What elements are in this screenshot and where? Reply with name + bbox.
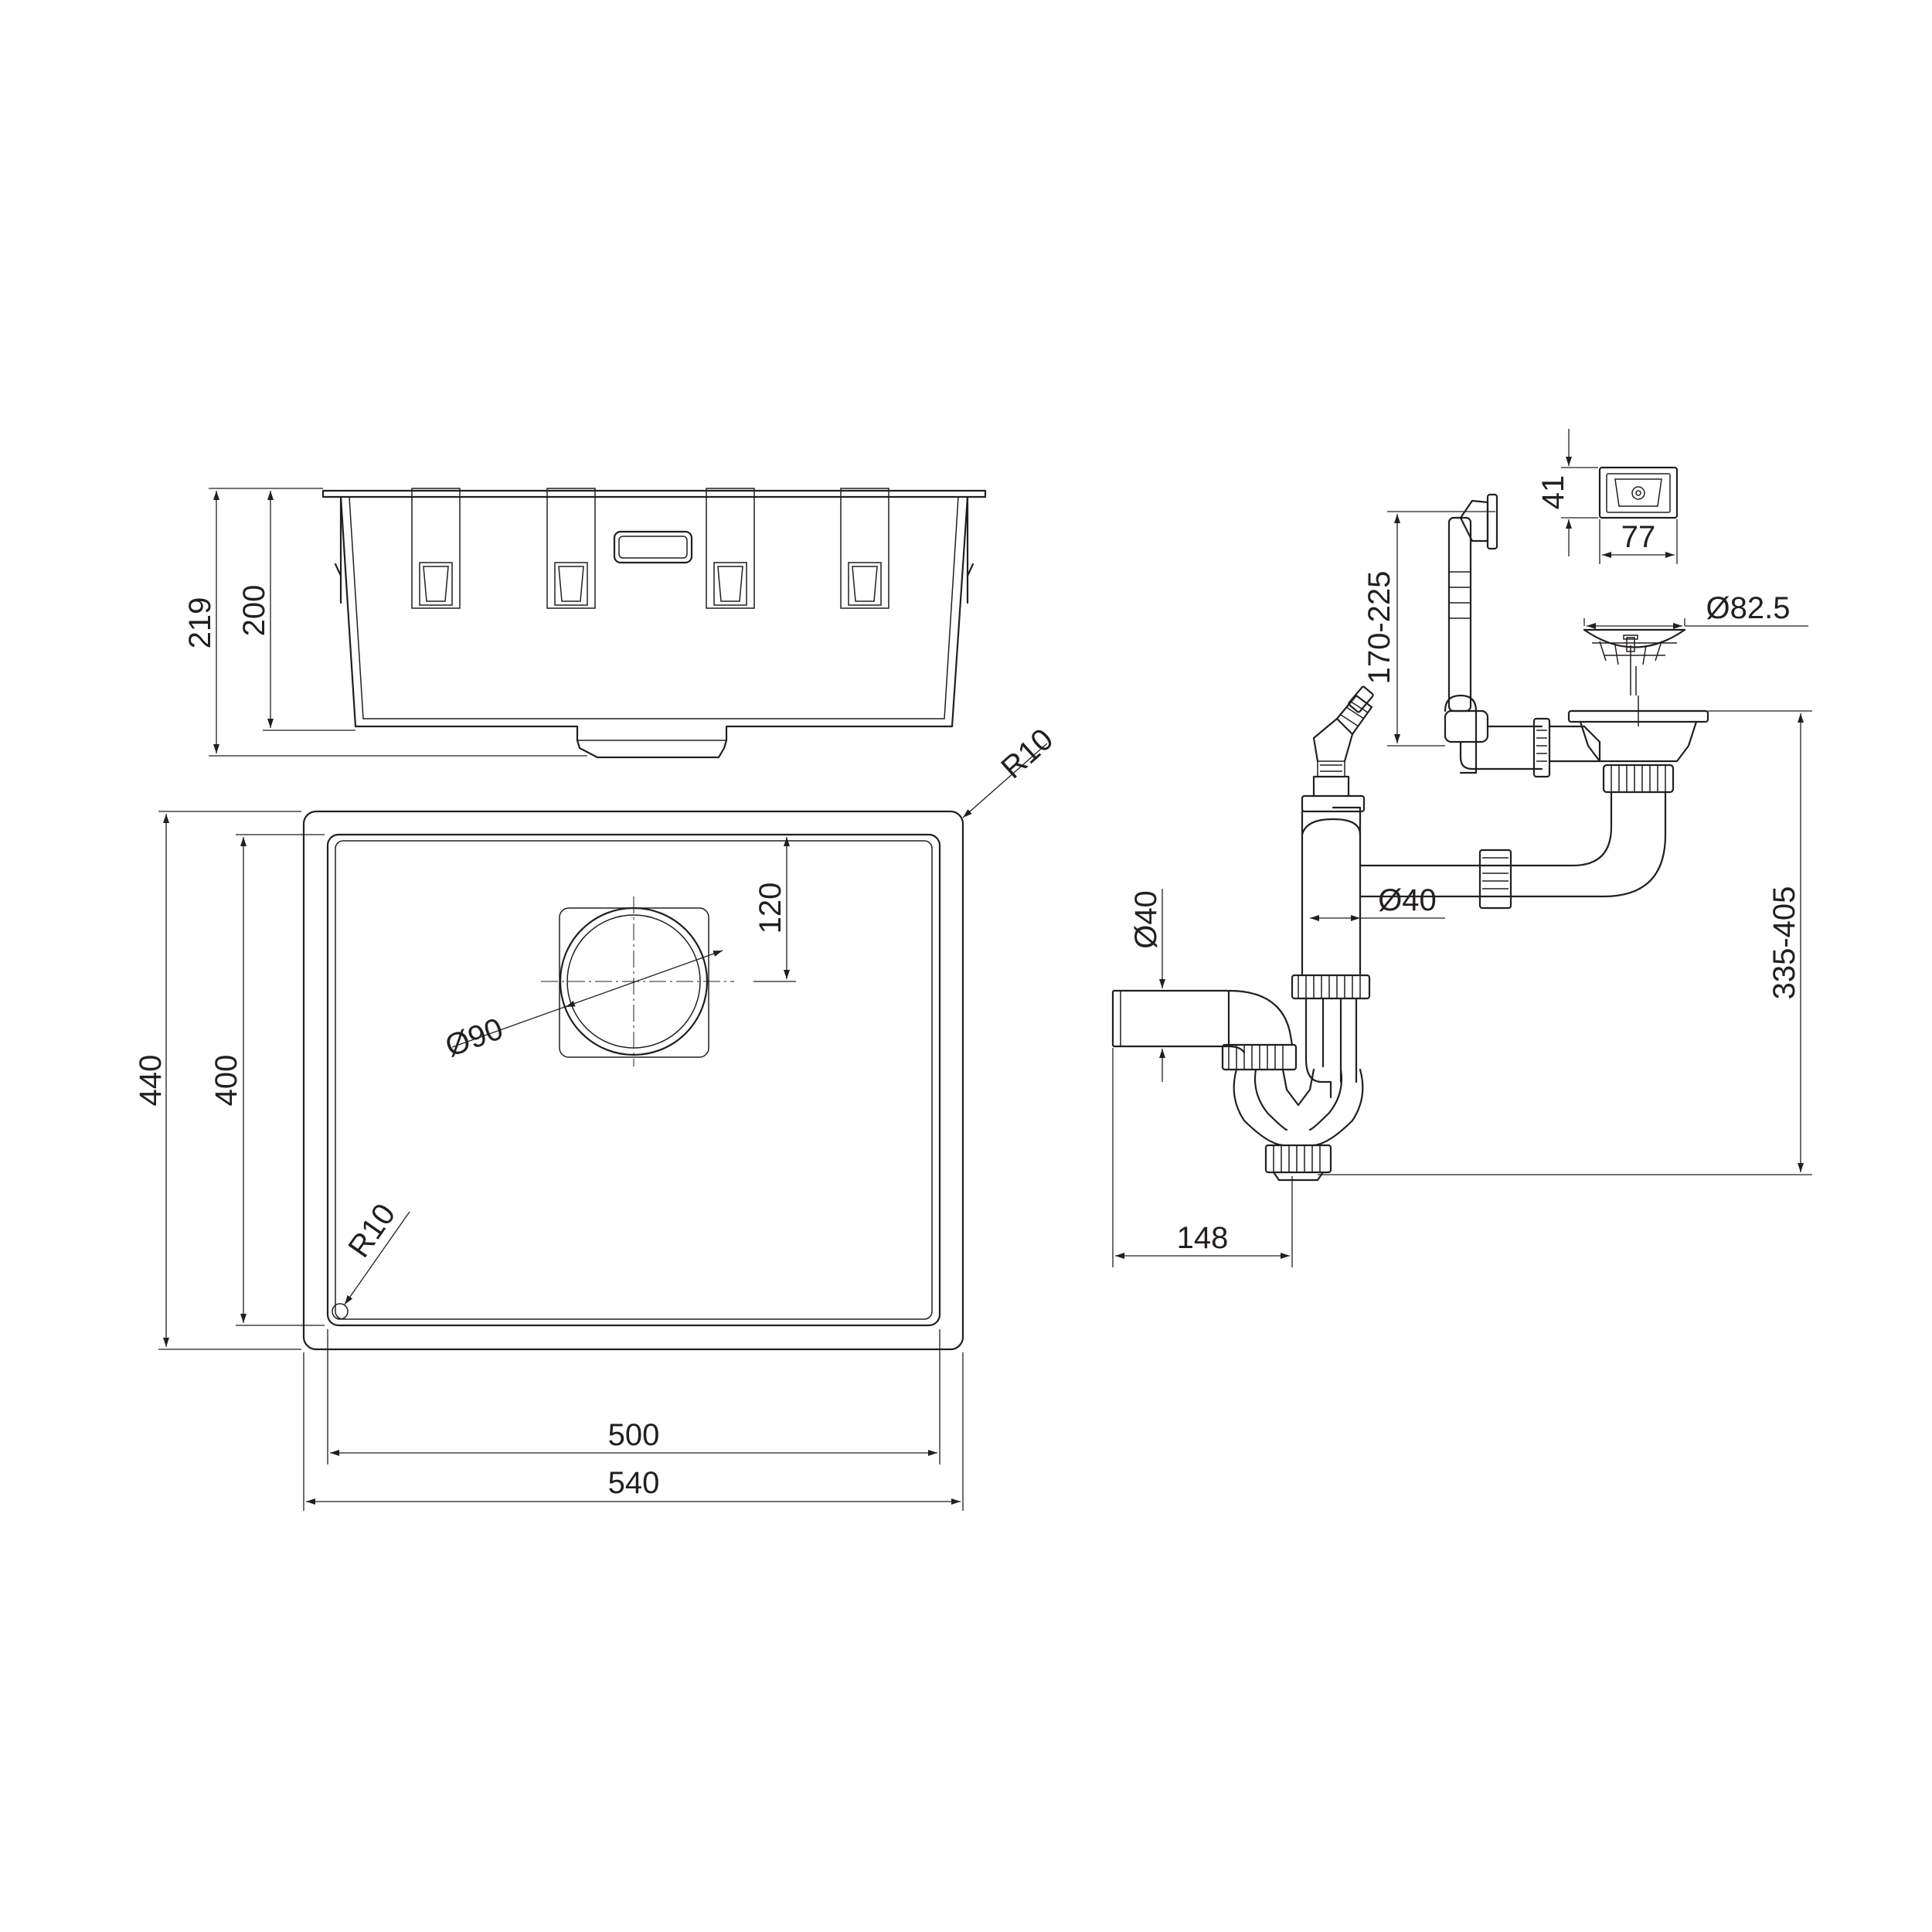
dim-77-label: 77 <box>1621 520 1656 554</box>
overflow-cover: 41 77 <box>1536 429 1679 564</box>
mounting-clip <box>546 488 596 609</box>
dim-120-label: 120 <box>753 883 787 934</box>
mounting-clip <box>411 488 461 609</box>
dim-r10-outer-label: R10 <box>995 722 1060 785</box>
dim-diameter-40-vertical-label: Ø40 <box>1378 883 1437 917</box>
dim-219-label: 219 <box>183 597 217 649</box>
dim-170-225-label: 170-225 <box>1362 571 1396 685</box>
dim-diameter-82-5-label: Ø82.5 <box>1706 591 1791 625</box>
sink-plan-view: 120 Ø90 R10 R10 440 400 500 540 <box>134 722 1060 1511</box>
sink-outer-outline <box>302 810 964 1351</box>
outlet-pipe <box>1111 989 1230 1048</box>
overflow-hose <box>1447 516 1472 713</box>
dim-41-label: 41 <box>1536 475 1570 510</box>
dim-148-label: 148 <box>1177 1221 1229 1255</box>
sink-inner-bowl <box>326 833 941 1327</box>
dim-diameter-90-label: Ø90 <box>441 1012 508 1063</box>
siphon-assembly <box>1111 493 1709 1182</box>
mounting-clip <box>840 488 889 609</box>
dim-500-label: 500 <box>608 1418 660 1452</box>
overflow-slot <box>613 530 693 564</box>
dim-440-label: 440 <box>134 1055 168 1107</box>
dim-r10-inner-label: R10 <box>342 1198 402 1264</box>
dim-diameter-40-outlet-label: Ø40 <box>1129 890 1163 949</box>
sink-side-view: 219 200 <box>183 488 987 759</box>
strainer-basket: Ø82.5 <box>1583 591 1808 696</box>
dim-540-label: 540 <box>608 1466 660 1500</box>
dim-400-label: 400 <box>209 1055 243 1107</box>
dim-335-405-label: 335-405 <box>1767 886 1801 1000</box>
mounting-clip <box>706 488 755 609</box>
sink-flange <box>321 489 987 498</box>
dim-200-label: 200 <box>237 585 271 637</box>
siphon-dimensions: 170-225 335-405 Ø40 Ø40 148 <box>1112 511 1812 1267</box>
drain-outlet <box>541 896 734 1066</box>
